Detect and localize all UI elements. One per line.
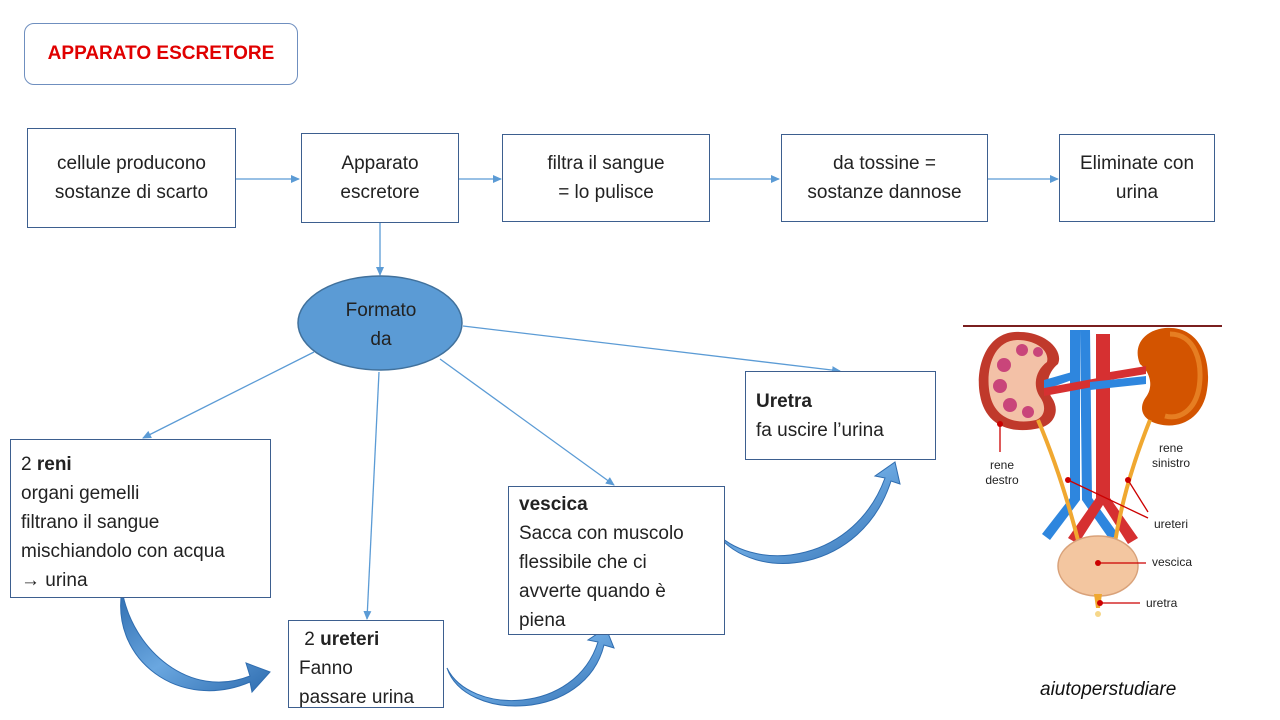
flow-box-cells: cellule producono sostanze di scarto [27,128,236,228]
vescica-description: Sacca con muscolo flessibile che ci avve… [519,523,684,631]
arrow-formato-to-reni [142,351,315,439]
uretra-heading: Uretra [756,387,925,416]
label-ureteri: ureteri [1154,517,1189,531]
urinary-system-illustration [963,325,1222,617]
uretra-name: Uretra [756,391,812,412]
box-uretra: Uretra fa uscire l’urina [745,371,936,460]
flow-box-filtra: filtra il sangue = lo pulisce [502,134,710,222]
vescica-name: vescica [519,494,588,515]
label-rene-sinistro: rene sinistro [1151,441,1190,470]
formato-label: Formato da [345,300,417,350]
curved-arrow-ureteri-to-vescica [446,627,615,707]
flow-apparato-text: Apparato escretore [340,153,420,203]
arrow-formato-to-ureteri [363,371,380,620]
reni-count: 2 [21,454,32,475]
box-reni: 2 reni organi gemelli filtrano il sangue… [10,439,271,598]
label-rene-destro: rene destro [985,458,1019,487]
label-vescica: vescica [1152,555,1193,569]
arrow-formato-to-uretra [462,325,841,375]
flow-cells-text: cellule producono sostanze di scarto [54,153,209,203]
reni-name: reni [36,454,72,475]
ureteri-name: ureteri [320,629,380,650]
kidney-left-image [1137,327,1209,426]
arrow-formato-to-vescica [439,358,615,486]
flow-eliminate-text: Eliminate con urina [1079,153,1195,203]
flow-tossine-text: da tossine = sostanze dannose [807,153,962,203]
flow-box-apparato: Apparato escretore [301,133,459,223]
ureteri-description: Fanno passare urina [299,658,415,708]
reni-description: organi gemelli filtrano il sangue mischi… [21,483,225,591]
flow-box-tossine: da tossine = sostanze dannose [781,134,988,222]
flow-filtra-text: filtra il sangue = lo pulisce [547,153,665,203]
kidney-right-image [978,331,1060,431]
vescica-heading: vescica [519,490,714,519]
watermark-text: aiutoperstudiare [1040,679,1177,700]
box-vescica: vescica Sacca con muscolo flessibile che… [508,486,725,635]
box-ureteri: 2 ureteri Fanno passare urina [288,620,444,708]
curved-arrow-reni-to-ureteri [120,589,271,694]
curved-arrow-vescica-to-uretra [715,461,901,564]
flow-box-eliminate: Eliminate con urina [1059,134,1215,222]
page-title: APPARATO ESCRETORE [24,23,298,85]
formato-ellipse [297,275,463,371]
ureteri-heading: 2 ureteri [299,625,433,654]
label-uretra: uretra [1146,596,1178,610]
ureteri-count: 2 [304,629,315,650]
reni-heading: 2 reni [21,450,260,479]
uretra-description: fa uscire l’urina [756,420,884,441]
